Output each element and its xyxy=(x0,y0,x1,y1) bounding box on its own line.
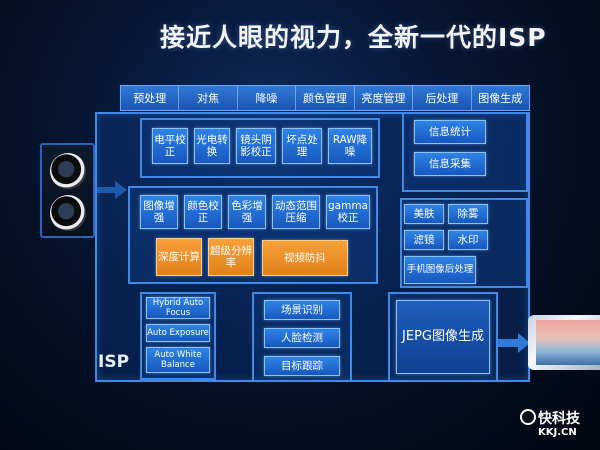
stage-color-management: 颜色管理 xyxy=(296,86,355,110)
block-dynamic-range: 动态范围压缩 xyxy=(272,195,320,229)
block-lens-shading-correction: 镜头阴影校正 xyxy=(236,128,276,164)
block-raw-denoise: RAW降噪 xyxy=(328,128,372,164)
block-video-stabilization: 视频防抖 xyxy=(262,240,348,276)
site-logo: 快科技 KKJ.CN xyxy=(520,405,600,445)
block-auto-white-balance: Auto White Balance xyxy=(146,347,210,373)
block-color-correction: 颜色校正 xyxy=(184,195,222,229)
pipeline-stage-bar: 预处理 对焦 降噪 颜色管理 亮度管理 后处理 图像生成 xyxy=(120,85,530,111)
block-depth-compute: 深度计算 xyxy=(156,238,202,276)
block-hybrid-auto-focus: Hybrid Auto Focus xyxy=(146,297,210,319)
block-beauty: 美肤 xyxy=(404,204,444,224)
stage-postprocess: 后处理 xyxy=(413,86,472,110)
block-auto-exposure: Auto Exposure xyxy=(146,324,210,342)
phone-output-image xyxy=(528,315,600,370)
block-defect-pixel: 坏点处理 xyxy=(282,128,322,164)
block-jpeg-generation: JEPG图像生成 xyxy=(396,300,490,374)
block-target-tracking: 目标跟踪 xyxy=(264,356,340,376)
logo-url: KKJ.CN xyxy=(538,427,577,438)
logo-mark-icon xyxy=(520,409,536,425)
stage-focus: 对焦 xyxy=(179,86,238,110)
stage-brightness-management: 亮度管理 xyxy=(355,86,414,110)
block-level-correction: 电平校正 xyxy=(152,128,188,164)
block-defog: 除雾 xyxy=(448,204,488,224)
block-info-statistics: 信息统计 xyxy=(414,120,486,144)
camera-lens-icon xyxy=(50,195,86,231)
input-arrow-icon xyxy=(97,181,127,199)
output-arrow-icon xyxy=(498,333,530,353)
slide-title: 接近人眼的视力，全新一代的ISP xyxy=(160,23,547,52)
block-info-capture: 信息采集 xyxy=(414,152,486,176)
phone-screen xyxy=(536,320,600,365)
block-gamma-correction: gamma校正 xyxy=(326,195,370,229)
block-color-enhance: 色彩增强 xyxy=(228,195,266,229)
camera-lens-icon xyxy=(50,153,86,189)
block-phone-postprocess: 手机图像后处理 xyxy=(404,256,476,284)
dual-camera-module xyxy=(40,143,95,238)
block-photoelectric-conversion: 光电转换 xyxy=(194,128,230,164)
stage-image-generation: 图像生成 xyxy=(478,92,523,105)
stage-denoise: 降噪 xyxy=(238,86,297,110)
logo-name: 快科技 xyxy=(538,411,580,427)
block-filter: 滤镜 xyxy=(404,230,444,250)
block-scene-recognition: 场景识别 xyxy=(264,300,340,320)
block-image-enhance: 图像增强 xyxy=(140,195,178,229)
isp-label: ISP xyxy=(98,352,130,372)
stage-preprocess: 预处理 xyxy=(121,86,180,110)
block-super-resolution: 超级分辨率 xyxy=(208,238,254,276)
block-watermark: 水印 xyxy=(448,230,488,250)
block-face-detection: 人脸检测 xyxy=(264,328,340,348)
